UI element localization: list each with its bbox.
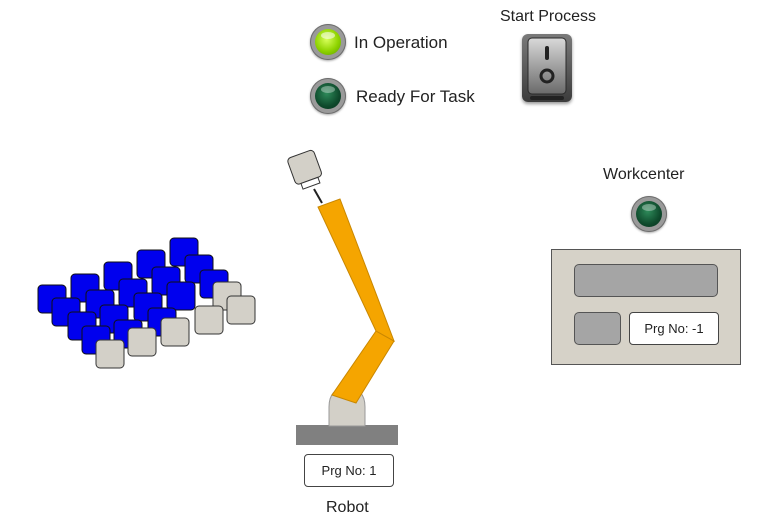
robot-arm bbox=[287, 149, 398, 445]
workcenter-display-slot bbox=[574, 264, 718, 297]
start-process-switch[interactable] bbox=[522, 34, 572, 102]
ready-for-task-label: Ready For Task bbox=[356, 87, 475, 106]
workcenter-panel: Prg No: -1 bbox=[551, 249, 741, 365]
in-operation-lamp-icon bbox=[310, 24, 346, 60]
ready-for-task-lamp-icon bbox=[310, 78, 346, 114]
start-process-label: Start Process bbox=[500, 8, 597, 25]
robot-base bbox=[296, 425, 398, 445]
robot-gripper-icon bbox=[287, 149, 322, 190]
robot-label: Robot bbox=[326, 499, 369, 516]
workcenter-program-display: Prg No: -1 bbox=[629, 312, 719, 345]
workcenter-status-lamp-icon bbox=[631, 196, 667, 232]
robot-lower-arm bbox=[331, 330, 395, 404]
toggle-switch-icon bbox=[527, 37, 567, 100]
robot-upper-arm bbox=[317, 198, 395, 343]
parts-pile bbox=[37, 237, 256, 369]
robot-program-display: Prg No: 1 bbox=[304, 454, 394, 487]
workcenter-label: Workcenter bbox=[603, 166, 685, 183]
workcenter-part-slot bbox=[574, 312, 621, 345]
in-operation-label: In Operation bbox=[354, 33, 448, 52]
